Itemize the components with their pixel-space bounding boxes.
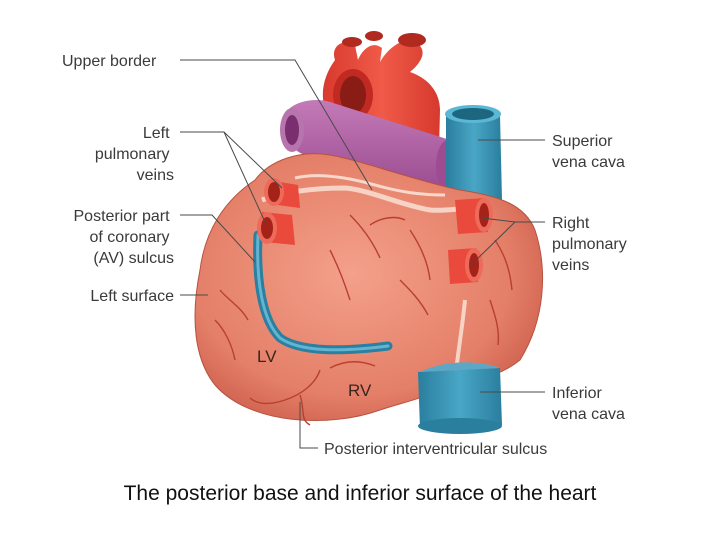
label-upper-border: Upper border <box>62 53 157 70</box>
right-pulmonary-veins <box>448 198 493 284</box>
label-inferior-vena-cava: Inferior vena cava <box>552 385 625 423</box>
upper-border-line <box>294 174 446 197</box>
figure-caption: The posterior base and inferior surface … <box>123 482 597 505</box>
label-superior-vena-cava: Superior vena cava <box>552 133 625 171</box>
pulmonary-artery <box>280 100 460 192</box>
rv-label: RV <box>348 381 372 400</box>
superior-vena-cava <box>445 105 502 200</box>
leader-lines <box>180 59 545 449</box>
label-left-surface: Left surface <box>90 288 174 305</box>
label-left-pulmonary-veins: Left pulmonary veins <box>95 125 174 184</box>
label-posterior-interventricular-sulcus: Posterior interventricular sulcus <box>324 441 547 458</box>
lv-label: LV <box>257 347 277 366</box>
label-posterior-coronary-sulcus: Posterior part of coronary (AV) sulcus <box>74 208 175 267</box>
inferior-vena-cava <box>418 362 502 434</box>
coronary-sulcus <box>261 185 491 213</box>
label-right-pulmonary-veins: Right pulmonary veins <box>552 215 631 274</box>
surface-vessels <box>214 214 513 426</box>
